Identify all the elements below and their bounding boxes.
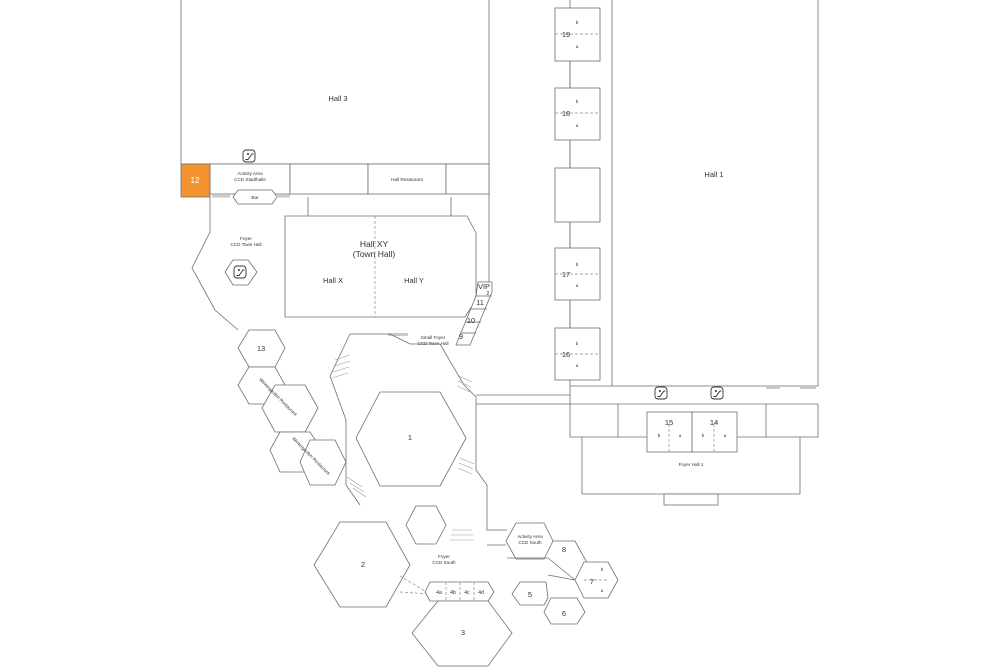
rooms-4[interactable]: 4a 4b 4c 4d bbox=[424, 581, 495, 602]
room-16a-label: a bbox=[576, 363, 579, 368]
room-19b-label: b bbox=[576, 20, 579, 25]
room-9-label: 9 bbox=[459, 332, 463, 341]
hall-y-label: Hall Y bbox=[404, 276, 424, 285]
room-19-label: 19 bbox=[562, 30, 570, 39]
activity-stadthalle-label-2: CCD Stadthalle bbox=[234, 177, 266, 182]
stairs bbox=[331, 354, 475, 541]
hall-x-label: Hall X bbox=[323, 276, 343, 285]
room-14a-label: a bbox=[724, 433, 727, 438]
room-7a-label: a bbox=[601, 588, 604, 593]
activity-area-south[interactable]: Activity Area CCD South bbox=[487, 522, 591, 569]
foyer-town-hall-label-1: Foyer bbox=[240, 236, 252, 241]
room-8-label[interactable]: 8 bbox=[562, 545, 566, 554]
room-6-label: 6 bbox=[562, 609, 566, 618]
room-12[interactable]: 12 bbox=[180, 163, 211, 198]
escalator-icon bbox=[233, 265, 247, 279]
room-2-label: 2 bbox=[361, 560, 365, 569]
room-15-label: 15 bbox=[665, 418, 673, 427]
room-2[interactable]: 2 bbox=[313, 521, 411, 608]
room-14-label: 14 bbox=[710, 418, 718, 427]
room-16[interactable]: b 16 a bbox=[554, 327, 601, 381]
small-foyer-label-1: Small Foyer bbox=[421, 335, 446, 340]
room-15a-label: a bbox=[679, 433, 682, 438]
bar[interactable]: Bar bbox=[232, 189, 278, 205]
room-17a-label: a bbox=[576, 283, 579, 288]
room-18-label: 18 bbox=[562, 109, 570, 118]
hall-1-label: Hall 1 bbox=[704, 170, 723, 179]
room-17-label: 17 bbox=[562, 270, 570, 279]
room-19a-label: a bbox=[576, 44, 579, 49]
central-foyer bbox=[329, 333, 570, 531]
room-15[interactable]: 15 b a bbox=[646, 411, 693, 453]
room-17[interactable]: b 17 a bbox=[554, 247, 601, 301]
room-4c-label: 4c bbox=[464, 590, 470, 596]
room-7[interactable]: 7 b a bbox=[574, 561, 619, 599]
hall-3-area: Hall 3 Activity Area CCD Stadthalle Hall… bbox=[180, 0, 490, 195]
door bbox=[766, 386, 780, 389]
foyer-south-label-2: CCD South bbox=[432, 560, 456, 565]
room-16b-label: b bbox=[576, 341, 579, 346]
room-11-label: 11 bbox=[476, 298, 484, 307]
room-15b-label: b bbox=[658, 433, 661, 438]
foyer-south-kiosk bbox=[405, 505, 447, 545]
room-10-label: 10 bbox=[467, 316, 475, 325]
room-19[interactable]: b 19 a bbox=[554, 7, 601, 62]
wintergarden-restaurant[interactable]: Wintergarden Restaurant Wintergarden Res… bbox=[237, 366, 347, 486]
room-18a-label: a bbox=[576, 123, 579, 128]
foyer-town-hall: Foyer CCD Town Hall bbox=[191, 194, 490, 331]
room-3[interactable]: 3 bbox=[411, 600, 513, 667]
hall-3-label: Hall 3 bbox=[328, 94, 347, 103]
bar-label: Bar bbox=[251, 195, 259, 200]
activity-south-label-2: CCD South bbox=[518, 540, 542, 545]
escalator-hex bbox=[224, 259, 258, 286]
hall-3-walls bbox=[180, 0, 490, 194]
room-18b-label: b bbox=[576, 99, 579, 104]
hall-xy[interactable]: Hall XY (Town Hall) Hall X Hall Y bbox=[284, 215, 477, 318]
escalator-icon bbox=[242, 149, 256, 163]
room-4b-label: 4b bbox=[450, 590, 456, 596]
foyer-south-label-1: Foyer bbox=[438, 554, 450, 559]
foyer-hall-1-label: Foyer Hall 1 bbox=[679, 462, 704, 467]
vip-label: VIP bbox=[478, 282, 490, 291]
room-4d-label: 4d bbox=[478, 590, 484, 596]
room-17b-label: b bbox=[576, 262, 579, 267]
room-14b-label: b bbox=[702, 433, 705, 438]
escalator-icon bbox=[710, 386, 724, 400]
room-5-label: 5 bbox=[528, 590, 532, 599]
hall-xy-label-1: Hall XY bbox=[360, 239, 389, 249]
room-16-label: 16 bbox=[562, 350, 570, 359]
hall-restaurant-label: Hall Restaurant bbox=[391, 177, 423, 182]
room-7-label: 7 bbox=[590, 577, 594, 586]
room-5[interactable]: 5 bbox=[511, 581, 549, 606]
foyer-town-hall-label-2: CCD Town Hall bbox=[230, 242, 261, 247]
room-12-label: 12 bbox=[191, 176, 200, 185]
small-foyer-label-2: CCD Town Hall bbox=[417, 341, 448, 346]
room-1-label: 1 bbox=[408, 433, 412, 442]
activity-south-label-1: Activity Area bbox=[517, 534, 543, 539]
activity-stadthalle-label-1: Activity Area bbox=[237, 171, 263, 176]
room-7b-label: b bbox=[601, 567, 604, 572]
small-rooms-strip: VIP 2 11 10 9 bbox=[455, 281, 493, 346]
room-1[interactable]: 1 bbox=[355, 391, 467, 487]
escalator-icon bbox=[654, 386, 668, 400]
room-4a-label: 4a bbox=[436, 590, 442, 596]
room-3-label: 3 bbox=[461, 628, 465, 637]
room-13[interactable]: 13 bbox=[237, 329, 286, 368]
hall-xy-label-2: (Town Hall) bbox=[353, 249, 396, 259]
room-2-small-label: 2 bbox=[487, 291, 490, 297]
room-13-label: 13 bbox=[257, 344, 265, 353]
room-14[interactable]: 14 b a bbox=[691, 411, 738, 453]
room-blank bbox=[554, 167, 601, 223]
room-18[interactable]: b 18 a bbox=[554, 87, 601, 141]
room-6[interactable]: 6 bbox=[543, 597, 586, 625]
door bbox=[800, 386, 816, 389]
